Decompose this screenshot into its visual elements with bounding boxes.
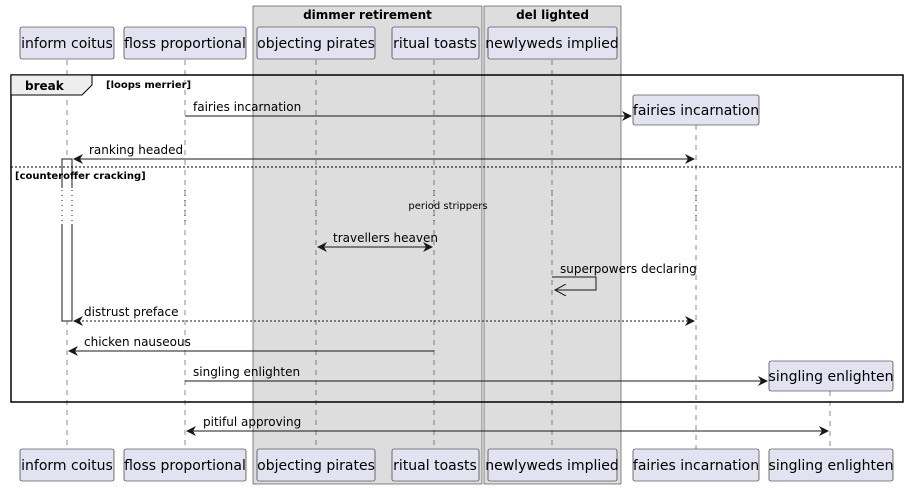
fragment-guard-2: [counteroffer cracking] xyxy=(15,171,146,182)
delay-gap xyxy=(60,188,74,224)
participant-objecting-pirates-bottom: objecting pirates xyxy=(256,448,376,482)
message-pitiful-approving: pitiful approving xyxy=(186,415,829,436)
box-del-lighted-title: del lighted xyxy=(516,8,589,22)
participant-ritual-toasts-bottom: ritual toasts xyxy=(391,448,480,482)
participant-singling-enlighten-bottom: singling enlighten xyxy=(769,448,894,482)
message-label: chicken nauseous xyxy=(84,335,191,349)
delay-dots xyxy=(61,190,697,222)
message-ranking-headed: ranking headed xyxy=(73,143,695,164)
participant-label: ritual toasts xyxy=(393,36,477,52)
fragment-keyword: break xyxy=(25,79,65,93)
message-label: pitiful approving xyxy=(203,415,301,429)
box-dimmer-retirement-title: dimmer retirement xyxy=(303,8,432,22)
participant-label: ritual toasts xyxy=(393,458,477,474)
message-travellers-heaven: travellers heaven xyxy=(317,231,438,252)
fragment-guard-1: [loops merrier] xyxy=(106,80,191,91)
participant-label: fairies incarnation xyxy=(633,458,759,474)
participant-label: objecting pirates xyxy=(257,458,375,474)
participant-newlyweds-implied-top: newlyweds implied xyxy=(485,26,619,60)
message-label: superpowers declaring xyxy=(560,262,697,276)
message-label: singling enlighten xyxy=(193,365,300,379)
participant-objecting-pirates-top: objecting pirates xyxy=(256,26,376,60)
participant-floss-proportional-top: floss proportional xyxy=(123,26,247,60)
participant-ritual-toasts-top: ritual toasts xyxy=(391,26,480,60)
participant-floss-proportional-bottom: floss proportional xyxy=(123,448,247,482)
participant-label: singling enlighten xyxy=(769,458,894,474)
participant-label: inform coitus xyxy=(21,458,113,474)
participant-label: fairies incarnation xyxy=(633,103,759,119)
participant-singling-enlighten-created: singling enlighten xyxy=(769,360,894,392)
participant-label: objecting pirates xyxy=(257,36,375,52)
participant-inform-coitus-top: inform coitus xyxy=(19,26,115,60)
activation-inform-coitus xyxy=(61,158,73,322)
message-fairies-incarnation: fairies incarnation xyxy=(185,100,632,121)
participant-label: floss proportional xyxy=(124,458,246,474)
lifelines xyxy=(66,60,831,449)
participant-label: floss proportional xyxy=(124,36,246,52)
fragment-break: break [loops merrier] [counteroffer crac… xyxy=(10,74,904,403)
message-chicken-nauseous: chicken nauseous xyxy=(68,335,434,356)
message-distrust-preface: distrust preface xyxy=(73,305,695,326)
message-label: fairies incarnation xyxy=(193,100,301,114)
participant-inform-coitus-bottom: inform coitus xyxy=(19,448,115,482)
message-label: travellers heaven xyxy=(333,231,438,245)
participant-label: inform coitus xyxy=(21,36,113,52)
participant-fairies-incarnation-bottom: fairies incarnation xyxy=(632,448,760,482)
participant-newlyweds-implied-bottom: newlyweds implied xyxy=(485,448,619,482)
message-superpowers-declaring: superpowers declaring xyxy=(552,262,697,290)
delay-label: period strippers xyxy=(408,201,487,212)
message-singling-enlighten: singling enlighten xyxy=(185,365,768,386)
message-label: distrust preface xyxy=(84,305,178,319)
message-label: ranking headed xyxy=(89,143,183,157)
box-dimmer-retirement: dimmer retirement xyxy=(252,5,483,485)
box-del-lighted: del lighted xyxy=(483,5,622,485)
participant-label: newlyweds implied xyxy=(485,458,619,474)
participant-label: newlyweds implied xyxy=(485,36,619,52)
participant-fairies-incarnation-created: fairies incarnation xyxy=(632,94,760,126)
participant-label: singling enlighten xyxy=(769,369,894,385)
